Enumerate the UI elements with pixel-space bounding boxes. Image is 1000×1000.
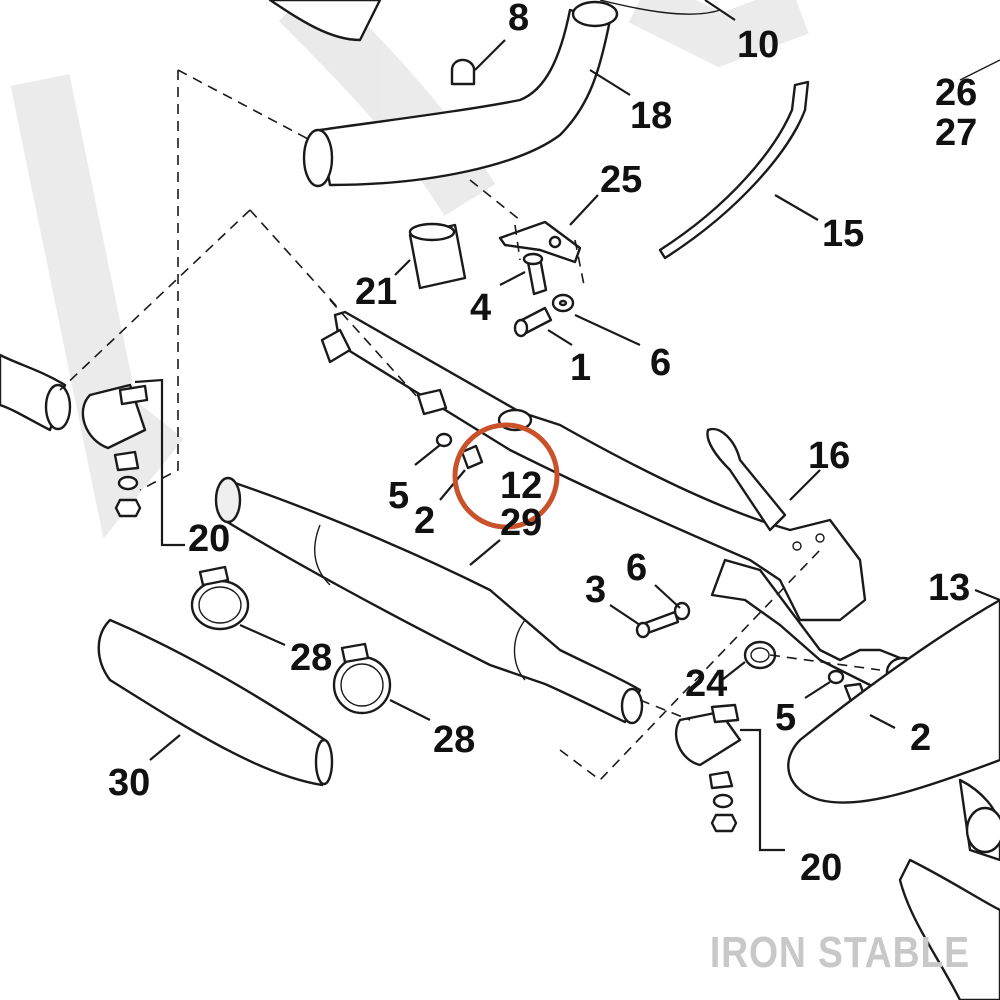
washer-5-upper bbox=[435, 432, 453, 448]
header-pipe-lower-right bbox=[787, 598, 1000, 1000]
clamp-20-left bbox=[0, 353, 149, 518]
callout-15: 15 bbox=[822, 213, 864, 255]
clamp-20-right bbox=[674, 703, 742, 833]
leader-lines bbox=[134, 0, 1000, 852]
callout-24: 24 bbox=[685, 663, 727, 705]
callout-28b: 28 bbox=[433, 719, 475, 761]
acorn-nut bbox=[450, 58, 476, 86]
brand-watermark: IRON STABLE bbox=[709, 928, 970, 977]
pipe-top-right bbox=[959, 59, 1000, 81]
mounting-rail-16 bbox=[320, 310, 921, 692]
callout-20a: 20 bbox=[188, 518, 230, 560]
clamp-21 bbox=[408, 222, 467, 290]
callout-2b: 2 bbox=[910, 717, 931, 759]
bolt-3 bbox=[635, 610, 680, 639]
callout-2a: 2 bbox=[414, 500, 435, 542]
callout-25: 25 bbox=[600, 159, 642, 201]
washer-5-lower bbox=[827, 669, 845, 685]
heat-shield-left-top bbox=[268, 0, 382, 42]
callout-26: 26 bbox=[935, 72, 977, 114]
callout-6b: 6 bbox=[626, 547, 647, 589]
callout-30: 30 bbox=[108, 762, 150, 804]
muffler-cap-30 bbox=[97, 618, 334, 787]
callout-27: 27 bbox=[935, 112, 977, 154]
callout-10: 10 bbox=[737, 24, 779, 66]
hose-clamp-28-left bbox=[190, 565, 250, 631]
callout-16: 16 bbox=[808, 435, 850, 477]
washer-6-top bbox=[551, 293, 575, 313]
assembly-dashes bbox=[59, 69, 881, 782]
callout-6a: 6 bbox=[650, 342, 671, 384]
callout-13: 13 bbox=[928, 567, 970, 609]
callout-5b: 5 bbox=[775, 697, 796, 739]
bolt-4 bbox=[522, 252, 548, 296]
callout-28a: 28 bbox=[290, 637, 332, 679]
callout-8: 8 bbox=[508, 0, 529, 39]
strap-15 bbox=[658, 80, 810, 260]
callout-21: 21 bbox=[355, 271, 397, 313]
bracket-25 bbox=[498, 220, 582, 264]
bolt-2-upper bbox=[460, 444, 484, 470]
callout-1: 1 bbox=[570, 347, 591, 389]
callout-20b: 20 bbox=[800, 847, 842, 889]
hose-clamp-28-right bbox=[332, 642, 392, 715]
bolt-1 bbox=[513, 306, 553, 338]
callout-5a: 5 bbox=[388, 475, 409, 517]
callout-4: 4 bbox=[470, 287, 491, 329]
header-pipe-upper bbox=[302, 0, 721, 188]
callout-29: 29 bbox=[500, 502, 542, 544]
callout-18: 18 bbox=[630, 95, 672, 137]
callout-3: 3 bbox=[585, 569, 606, 611]
highlight-label-12: 12 bbox=[500, 465, 542, 507]
highlight-ring bbox=[452, 422, 560, 530]
muffler-29 bbox=[214, 476, 644, 725]
